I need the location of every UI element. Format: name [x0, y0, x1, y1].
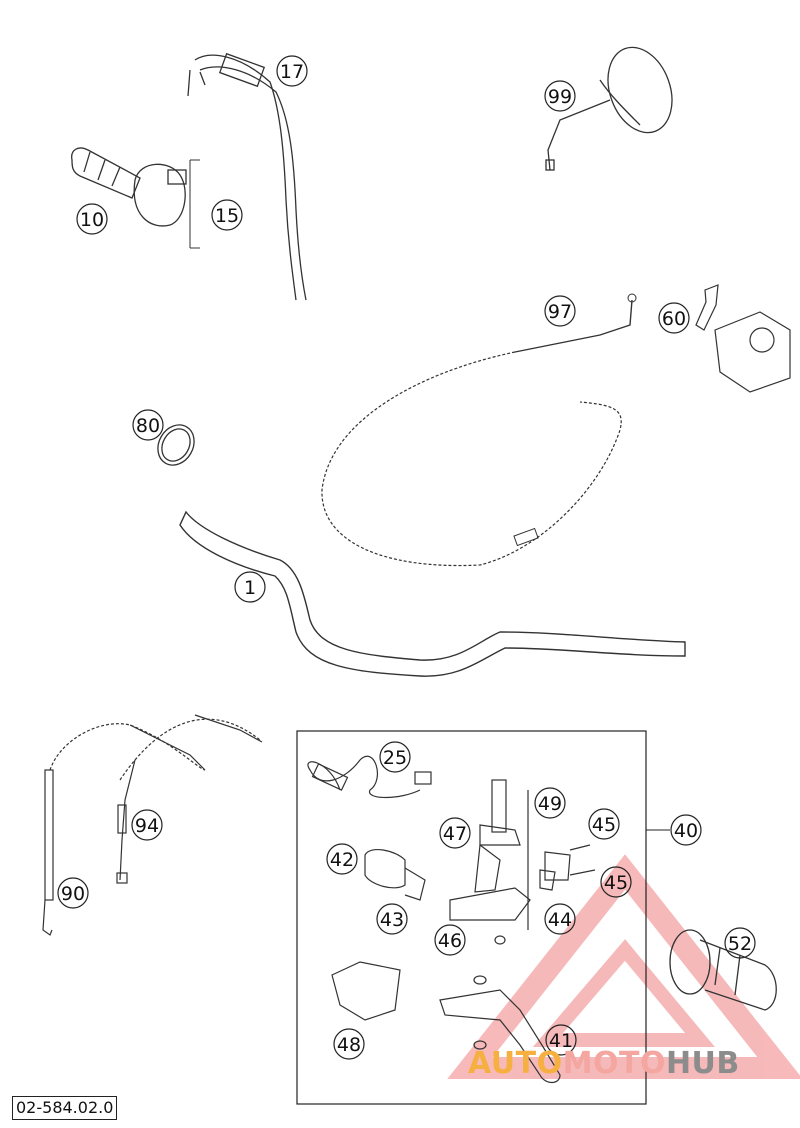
callout-47: 47: [439, 817, 471, 849]
svg-text:94: 94: [135, 815, 159, 837]
callout-44: 44: [544, 903, 576, 935]
callout-40: 40: [670, 814, 702, 846]
callout-17: 17: [276, 55, 308, 87]
callout-90: 90: [57, 877, 89, 909]
svg-text:40: 40: [674, 820, 698, 842]
callout-15: 15: [211, 199, 243, 231]
svg-text:17: 17: [280, 61, 304, 83]
clamp-80: [157, 424, 195, 466]
callout-10: 10: [76, 203, 108, 235]
watermark-triangle: [447, 854, 800, 1079]
watermark-logo: AUTOMOTOHUB: [468, 1046, 740, 1081]
throttle-grip-10: [71, 147, 187, 227]
svg-text:80: 80: [136, 415, 160, 437]
callout-45-bottom: 45: [600, 866, 632, 898]
callout-80: 80: [132, 409, 164, 441]
callouts: 17 99 10 15 97 60 80 1 25 49 47 45 40 42…: [57, 55, 756, 1060]
callout-48: 48: [333, 1028, 365, 1060]
callout-97: 97: [544, 295, 576, 327]
callout-43: 43: [376, 903, 408, 935]
svg-text:46: 46: [438, 930, 462, 952]
svg-text:41: 41: [549, 1030, 573, 1052]
callout-99: 99: [544, 80, 576, 112]
callout-52: 52: [724, 927, 756, 959]
assembly-box: [296, 730, 647, 1105]
cover-48: [331, 961, 401, 1021]
svg-text:52: 52: [728, 933, 752, 955]
handlebar: [179, 510, 686, 677]
callout-41: 41: [545, 1024, 577, 1056]
svg-text:25: 25: [383, 747, 407, 769]
cables-90-94: [42, 714, 263, 936]
lever-assembly: [364, 779, 596, 945]
svg-text:15: 15: [215, 205, 239, 227]
sensor-25: [307, 755, 432, 799]
svg-text:49: 49: [538, 793, 562, 815]
svg-text:99: 99: [548, 86, 572, 108]
throttle-cables-17: [187, 52, 307, 301]
svg-text:47: 47: [443, 823, 467, 845]
callout-45-top: 45: [588, 808, 620, 840]
lever-41: [439, 975, 561, 1084]
svg-text:45: 45: [604, 872, 628, 894]
svg-text:90: 90: [61, 883, 85, 905]
svg-text:10: 10: [80, 209, 104, 231]
svg-text:43: 43: [380, 909, 404, 931]
reference-code: 02-584.02.0: [12, 1096, 118, 1120]
callout-1: 1: [234, 571, 266, 603]
svg-text:60: 60: [662, 308, 686, 330]
callout-42: 42: [326, 843, 358, 875]
callout-25: 25: [379, 741, 411, 773]
grip-52: [669, 929, 777, 1011]
callout-46: 46: [434, 924, 466, 956]
svg-text:48: 48: [337, 1034, 361, 1056]
svg-text:45: 45: [592, 814, 616, 836]
svg-text:97: 97: [548, 301, 572, 323]
callout-94: 94: [131, 809, 163, 841]
svg-text:42: 42: [330, 849, 354, 871]
svg-text:44: 44: [548, 909, 572, 931]
switch-housing-60: [695, 284, 791, 393]
callout-49: 49: [534, 787, 566, 819]
mirror-99: [545, 46, 673, 171]
callout-60: 60: [658, 302, 690, 334]
cable-97: [321, 351, 622, 567]
svg-text:1: 1: [244, 577, 256, 599]
